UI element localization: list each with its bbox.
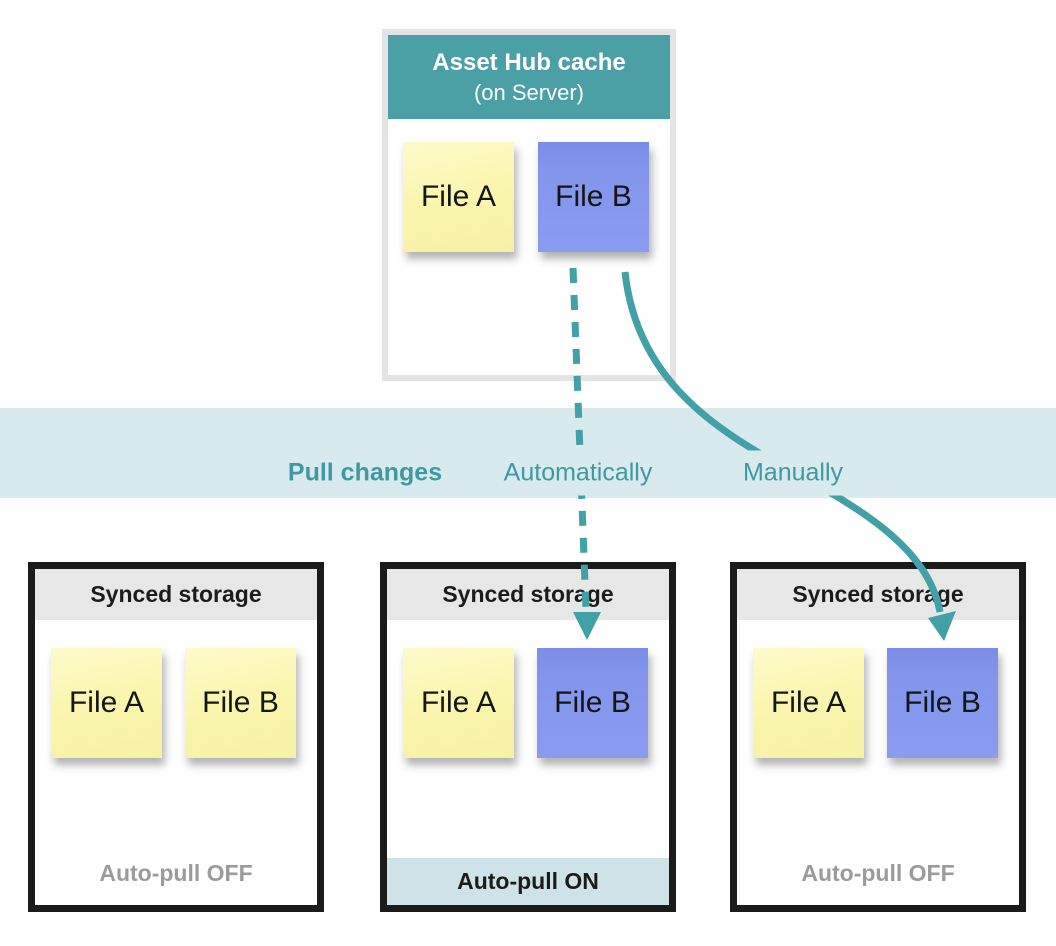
storage-2-autopull-status: Auto-pull ON [387,858,669,905]
storage-3-note-file-b-label: File B [904,686,981,719]
synced-storage-box-2: Synced storage File A File B Auto-pull O… [380,562,676,912]
asset-hub-cache-title: Asset Hub cache [432,48,626,76]
storage-2-note-file-b-label: File B [554,686,631,719]
storage-3-note-file-a-label: File A [770,686,847,719]
storage-2-note-file-a-label: File A [420,686,497,719]
storage-1-note-file-a: File A [51,648,162,758]
pull-changes-label: Pull changes [277,450,453,496]
synced-storage-2-title: Synced storage [387,569,669,620]
synced-storage-box-3: Synced storage File A File B Auto-pull O… [730,562,1026,912]
server-note-file-a-label: File A [420,180,497,213]
server-note-file-b: File B [538,142,649,252]
storage-3-autopull-status: Auto-pull OFF [801,860,955,886]
storage-1-autopull-status: Auto-pull OFF [99,860,253,886]
asset-hub-cache-subtitle: (on Server) [473,79,585,105]
storage-1-note-file-b: File B [185,648,296,758]
storage-1-note-file-a-label: File A [68,686,145,719]
manually-label: Manually [732,450,854,496]
storage-1-note-file-b-label: File B [202,686,279,719]
storage-2-note-file-b: File B [537,648,648,758]
server-note-file-a: File A [403,142,514,252]
synced-storage-box-1: Synced storage File A File B Auto-pull O… [28,562,324,912]
asset-hub-cache-header: Asset Hub cache (on Server) [388,35,670,119]
synced-storage-1-title: Synced storage [35,569,317,620]
server-note-file-b-label: File B [555,180,632,213]
synced-storage-3-title: Synced storage [737,569,1019,620]
automatically-label: Automatically [493,450,663,496]
asset-hub-cache-box: Asset Hub cache (on Server) File A File … [382,29,676,381]
storage-2-note-file-a: File A [403,648,514,758]
storage-3-note-file-b: File B [887,648,998,758]
storage-3-note-file-a: File A [753,648,864,758]
